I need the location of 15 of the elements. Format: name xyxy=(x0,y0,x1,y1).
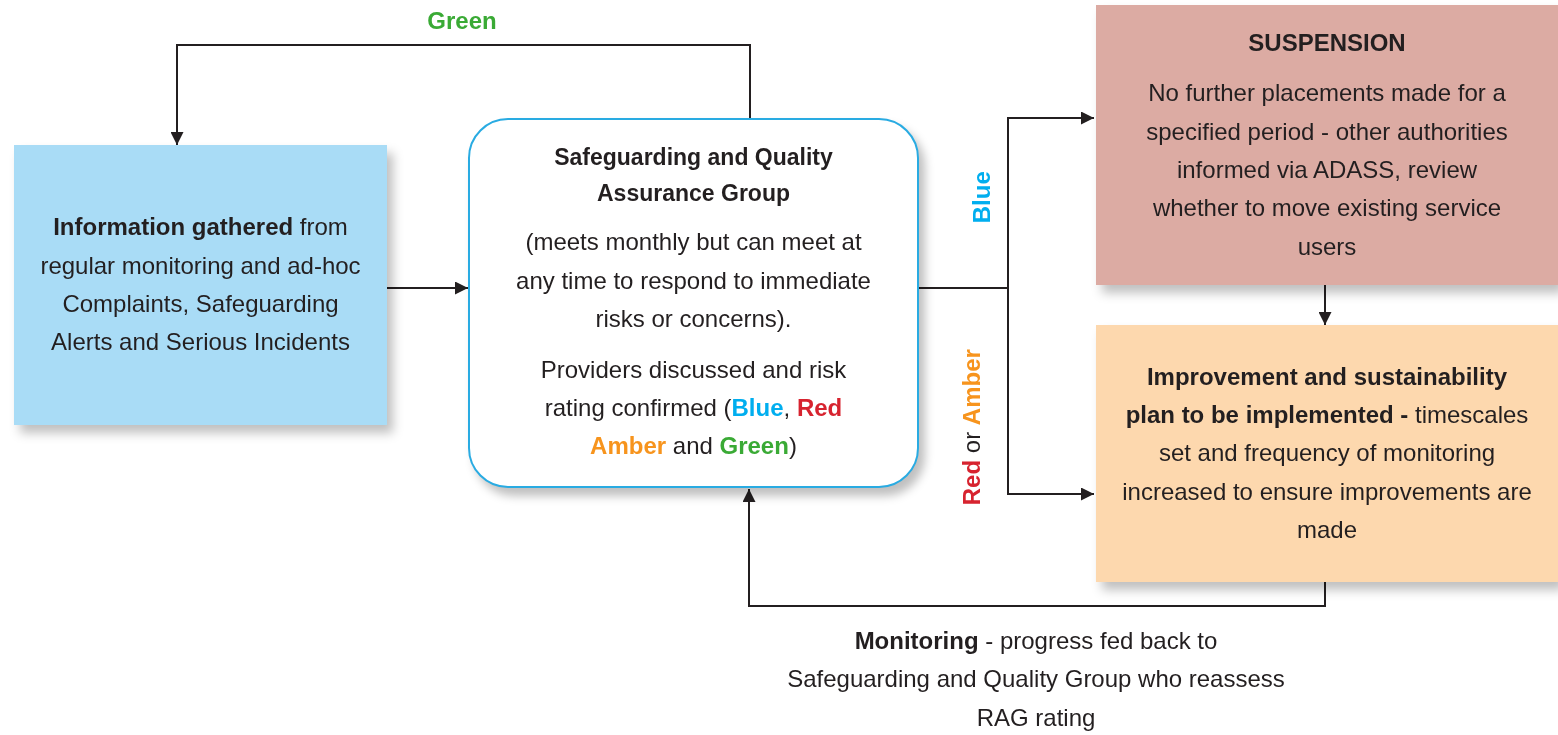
arrow xyxy=(742,488,1326,607)
arrow xyxy=(1318,284,1332,326)
process-box xyxy=(1096,325,1558,582)
process-box xyxy=(14,145,387,425)
node-text: Information gathered from regular monitoring and ad-hoc Complaints, Safeguarding Alerts and Serious Incidents xyxy=(40,212,361,358)
arrow xyxy=(386,281,469,295)
arrow xyxy=(170,44,751,146)
node-text: Improvement and sustainability plan to be implemented - timescales set and frequency of monitoring increased to ensure improvements are made xyxy=(1121,361,1533,546)
node-title: SUSPENSION xyxy=(1248,27,1406,58)
node-text: (meets monthly but can meet at any time to respond to immediate risks or concerns). xyxy=(515,227,872,335)
process-box xyxy=(1096,5,1558,285)
node-text: Providers discussed and risk rating confirmed (Blue, Red Amber and Green) xyxy=(539,354,848,462)
node-text: No further placements made for a specified period - other authorities informed via ADASS, review whether to move existing service users xyxy=(1145,78,1509,262)
node-title: Safeguarding and Quality Assurance Group xyxy=(553,143,834,208)
rounded-box xyxy=(468,118,919,488)
